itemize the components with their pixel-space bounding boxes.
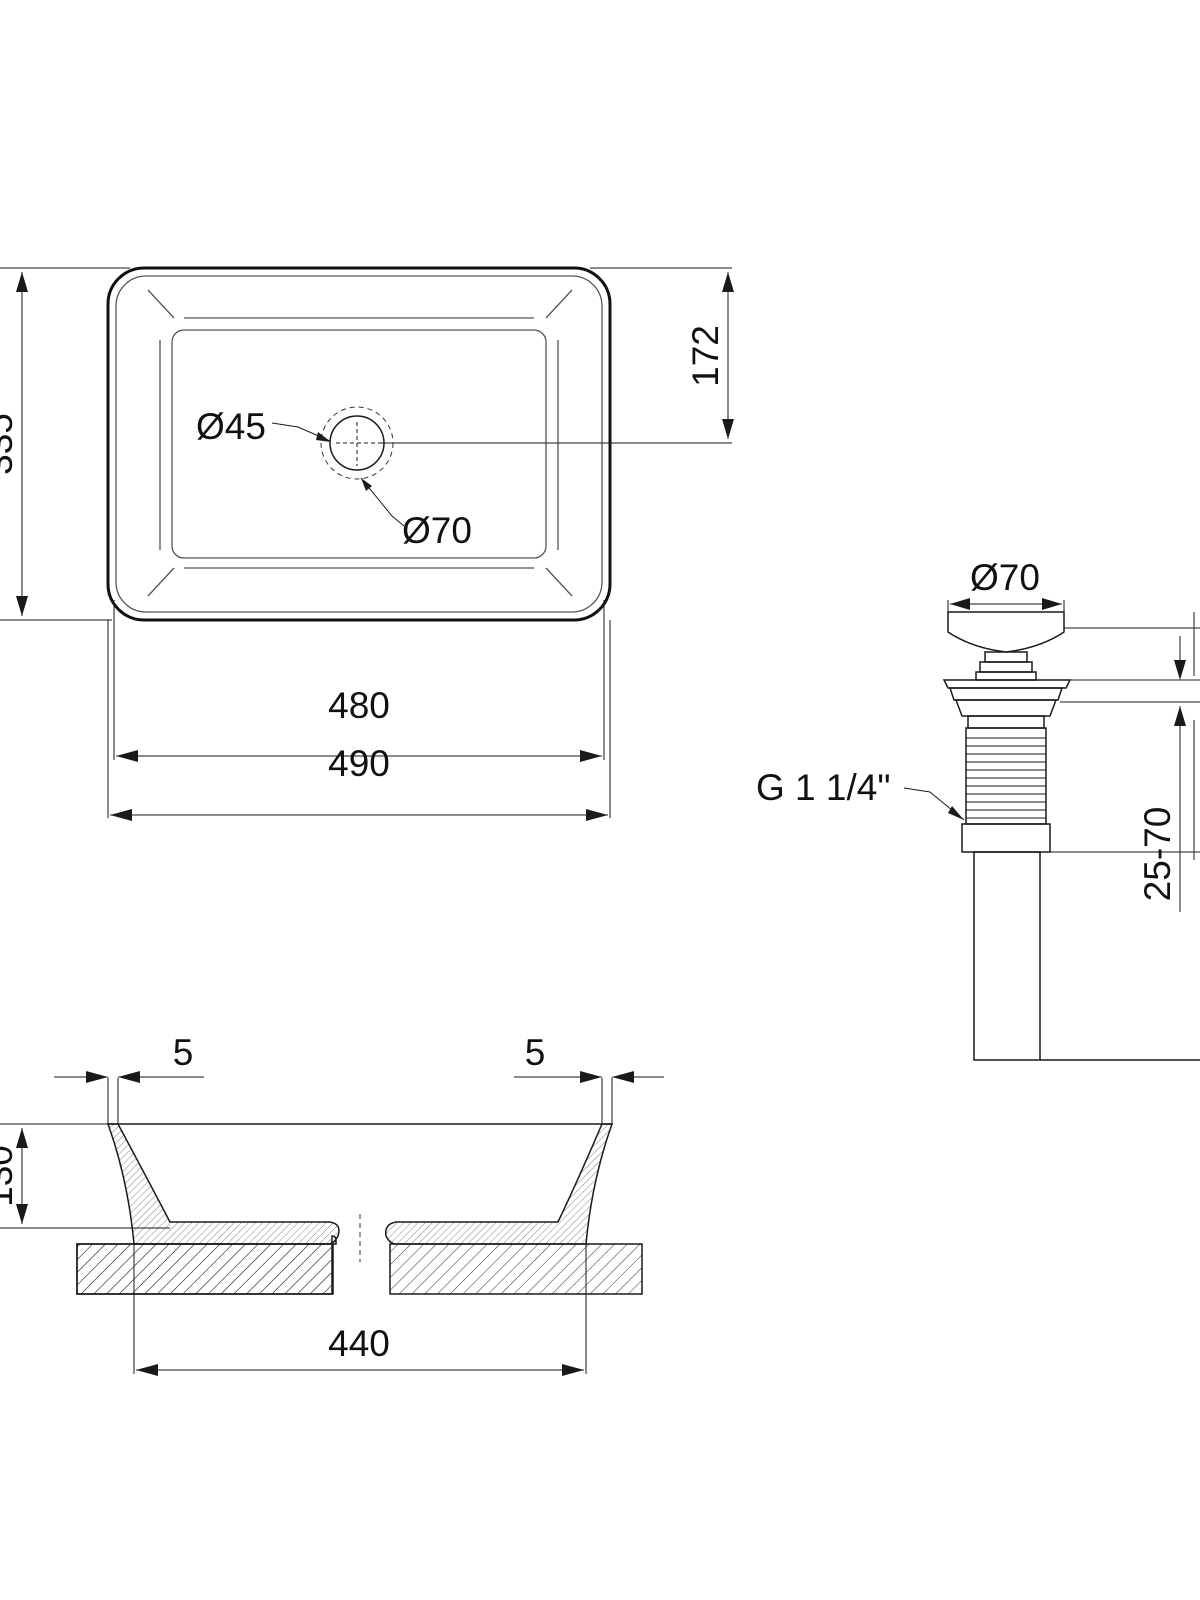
rim-left-label: 5 (173, 1032, 194, 1073)
drain-offset-label: 172 (685, 325, 726, 387)
inner-width-label: 480 (328, 685, 390, 726)
basin-wall-left (106, 1123, 340, 1245)
cap-diameter-dimension: Ø70 (947, 557, 1065, 612)
depth-label: 335 (0, 413, 20, 475)
basin-wall-right (384, 1123, 614, 1245)
drain-tailpipe (973, 851, 1041, 1061)
base-width-dimension: 440 (133, 1244, 587, 1376)
side-view: 5 5 130 440 (0, 1032, 664, 1376)
depth-dimension: 335 (0, 267, 130, 621)
drain-hole-diameter-label: Ø45 (196, 406, 266, 447)
basin-rim-inner (115, 275, 603, 613)
width-dimensions: 480 490 (107, 600, 611, 821)
basin-outline (106, 266, 612, 622)
base-width-label: 440 (328, 1323, 390, 1364)
drain-height-dimensions: 25-70 (1050, 612, 1200, 912)
height-label: 130 (0, 1145, 20, 1207)
thread-lines (966, 737, 1046, 819)
rim-left-dimension: 5 (54, 1032, 204, 1124)
rim-right-dimension: 5 (514, 1032, 664, 1124)
countertop-right-slab (389, 1243, 643, 1295)
drain-offset-dimension: 172 (380, 267, 734, 444)
plan-view: Ø45 Ø70 335 172 (0, 266, 734, 821)
countertop-left-slab (76, 1243, 334, 1295)
counter-thickness-label: 25-70 (1137, 807, 1178, 902)
basin-slope-lines (147, 289, 573, 597)
drain-cap (947, 611, 1065, 653)
rim-right-label: 5 (525, 1032, 546, 1073)
drain-flange-diameter-label: Ø70 (402, 510, 472, 551)
height-dimension: 130 (0, 1123, 170, 1229)
drain-flange (942, 679, 1072, 689)
basin-floor (171, 329, 547, 559)
cap-diameter-label: Ø70 (970, 557, 1040, 598)
thread-spec-label: G 1 1/4" (756, 767, 891, 808)
outer-width-label: 490 (328, 743, 390, 784)
drain-detail: Ø70 G 1 1/4" 25-70 (756, 557, 1200, 1061)
